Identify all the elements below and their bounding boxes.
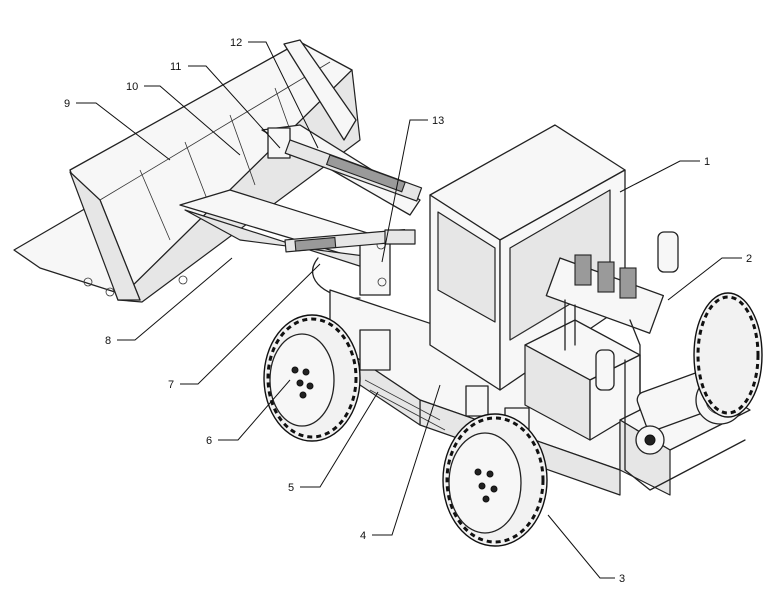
callout-11: 11	[170, 61, 181, 73]
callout-12: 12	[230, 37, 242, 49]
leader-6	[218, 379, 291, 441]
leader-12	[248, 41, 319, 149]
wheel-front-right	[442, 413, 548, 547]
leader-9	[76, 102, 171, 161]
wheel-rear-right	[693, 292, 763, 418]
hydraulic-tank	[524, 231, 679, 471]
leader-7	[180, 263, 321, 385]
leader-2	[667, 257, 742, 301]
wheel-front-left	[263, 314, 361, 442]
leader-10	[144, 85, 241, 156]
callout-10: 10	[126, 81, 138, 93]
callout-13: 13	[432, 115, 444, 127]
bucket	[13, 39, 361, 303]
leader-5	[300, 391, 379, 488]
callout-4: 4	[360, 530, 366, 542]
callout-5: 5	[288, 482, 294, 494]
leader-4	[372, 384, 441, 536]
callout-2: 2	[746, 253, 752, 265]
callout-3: 3	[619, 573, 625, 585]
callout-7: 7	[168, 379, 174, 391]
callout-8: 8	[105, 335, 111, 347]
leader-13	[381, 119, 428, 263]
callout-leaders	[76, 41, 742, 579]
callout-numbers: 1 2 3 4 5 6 7 8 9 10 11 12 13	[64, 37, 752, 585]
callout-1: 1	[704, 156, 710, 168]
callout-6: 6	[206, 435, 212, 447]
leader-3	[547, 514, 615, 579]
hydraulic-cylinders	[284, 139, 423, 299]
callout-9: 9	[64, 98, 70, 110]
leader-1	[619, 160, 700, 193]
leader-8	[117, 257, 233, 341]
leader-11	[188, 65, 281, 149]
